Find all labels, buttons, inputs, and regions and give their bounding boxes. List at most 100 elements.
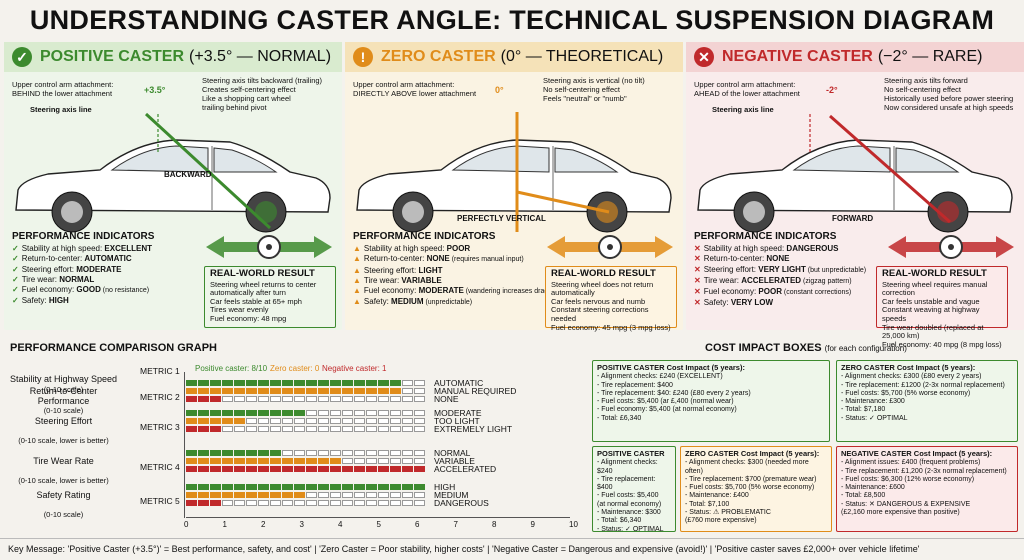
bar-cell xyxy=(282,410,293,416)
indicator-value: MODERATE xyxy=(418,286,464,296)
car-diagram xyxy=(356,112,672,233)
check-icon: ✓ xyxy=(12,296,19,306)
car-window xyxy=(895,147,960,173)
bar-cell xyxy=(270,380,281,386)
bar-cell xyxy=(246,500,257,506)
indicator-key: Fuel economy: xyxy=(703,287,759,297)
pi-title: PERFORMANCE INDICATORS xyxy=(694,231,837,242)
bar-cell xyxy=(402,380,413,386)
bar-cell xyxy=(270,484,281,490)
bar-cell xyxy=(186,388,197,394)
bar-cell xyxy=(246,466,257,472)
effect-notes: Steering axis tilts backward (trailing)C… xyxy=(202,76,323,112)
bar-cell xyxy=(186,500,197,506)
bar-cell xyxy=(306,500,317,506)
indicator-extra: (no resistance) xyxy=(100,287,150,295)
bar-cell xyxy=(366,410,377,416)
bar-cell xyxy=(354,426,365,432)
x-tick-label: 3 xyxy=(299,520,304,529)
bar-end-label: MEDIUM xyxy=(434,490,469,500)
bar-cell xyxy=(294,450,305,456)
steering-arrow-icon xyxy=(888,235,1014,259)
bar-cell xyxy=(210,500,221,506)
indicator-row: ✓Return-to-center: AUTOMATIC xyxy=(12,254,154,264)
indicator-key: Return-to-center: xyxy=(703,254,767,264)
metric-bar xyxy=(186,466,425,472)
indicator-value: MEDIUM xyxy=(391,297,424,307)
cost-box: NEGATIVE CASTER Cost Impact (5 years):- … xyxy=(836,446,1018,532)
bar-cell xyxy=(366,388,377,394)
bar-end-label: TOO LIGHT xyxy=(434,416,480,426)
bar-cell xyxy=(378,500,389,506)
bar-cell xyxy=(390,410,401,416)
car-diagram xyxy=(697,114,1013,233)
bar-cell xyxy=(318,450,329,456)
legend-entry: Positive caster: 8/10 xyxy=(195,364,268,373)
bar-cell xyxy=(378,410,389,416)
indicator-value: AUTOMATIC xyxy=(84,254,132,264)
bar-cell xyxy=(318,466,329,472)
panel-header: !ZERO CASTER(0° — THEORETICAL) xyxy=(345,42,683,72)
bar-cell xyxy=(354,380,365,386)
bar-cell xyxy=(234,396,245,402)
metric-name: Safety Rating xyxy=(36,490,91,500)
cost-box-title: NEGATIVE CASTER Cost Impact (5 years): xyxy=(841,449,993,458)
bar-cell xyxy=(402,466,413,472)
bar-cell xyxy=(186,466,197,472)
bar-cell xyxy=(294,396,305,402)
indicator-value: POOR xyxy=(758,287,782,297)
x-axis xyxy=(186,517,570,518)
steering-axis xyxy=(809,114,951,224)
bar-cell xyxy=(306,466,317,472)
caster-angle-label: -2° xyxy=(826,85,838,95)
rw-title: REAL-WORLD RESULT xyxy=(210,268,315,279)
bar-cell xyxy=(258,500,269,506)
bar-cell xyxy=(270,458,281,464)
indicator-extra: (requires manual input) xyxy=(449,256,524,264)
cost-box: POSITIVE CASTER- Alignment checks: $240-… xyxy=(592,446,676,533)
bar-cell xyxy=(414,426,425,432)
warning-icon: ▲ xyxy=(353,254,361,264)
bar-cell xyxy=(294,410,305,416)
bar-cell xyxy=(246,388,257,394)
caster-panel-2: ✕NEGATIVE CASTER(−2° — RARE)Upper contro… xyxy=(686,42,1024,349)
bar-cell xyxy=(414,466,425,472)
bar-cell xyxy=(282,458,293,464)
indicator-key: Safety: xyxy=(363,297,392,307)
bar-cell xyxy=(330,500,341,506)
graph-title: PERFORMANCE COMPARISON GRAPH xyxy=(10,342,217,354)
indicator-extra: (wandering increases drag) xyxy=(463,288,551,296)
bar-cell xyxy=(378,426,389,432)
cost-box-text: - Alignment issues: £400 (frequent probl… xyxy=(841,459,1007,517)
x-tick-label: 0 xyxy=(184,520,189,529)
car-window xyxy=(792,145,891,173)
bar-cell xyxy=(306,418,317,424)
bar-cell xyxy=(246,396,257,402)
bar-cell xyxy=(294,484,305,490)
bar-cell xyxy=(222,380,233,386)
warning-icon: ▲ xyxy=(353,244,361,254)
bar-cell xyxy=(378,484,389,490)
bar-cell xyxy=(342,500,353,506)
bar-cell xyxy=(234,410,245,416)
bar-end-label: ACCELERATED xyxy=(434,464,497,474)
car-window xyxy=(213,147,278,173)
panel-detail: (0° — THEORETICAL) xyxy=(500,48,664,65)
warning-icon: ▲ xyxy=(353,286,361,296)
check-icon: ✓ xyxy=(12,254,19,264)
cost-box-title: ZERO CASTER Cost Impact (5 years): xyxy=(841,363,976,372)
bar-cell xyxy=(234,500,245,506)
bar-cell xyxy=(222,500,233,506)
cost-box-title: POSITIVE CASTER Cost Impact (5 years): xyxy=(597,363,745,372)
indicator-value: GOOD xyxy=(76,285,101,295)
bar-cell xyxy=(414,450,425,456)
bar-cell xyxy=(390,388,401,394)
bar-end-label: EXTREMELY LIGHT xyxy=(434,424,513,434)
bar-cell xyxy=(306,426,317,432)
bar-cell xyxy=(186,450,197,456)
bar-cell xyxy=(342,418,353,424)
bar-cell xyxy=(342,388,353,394)
performance-indicators: PERFORMANCE INDICATORS✓Stability at high… xyxy=(12,231,154,306)
